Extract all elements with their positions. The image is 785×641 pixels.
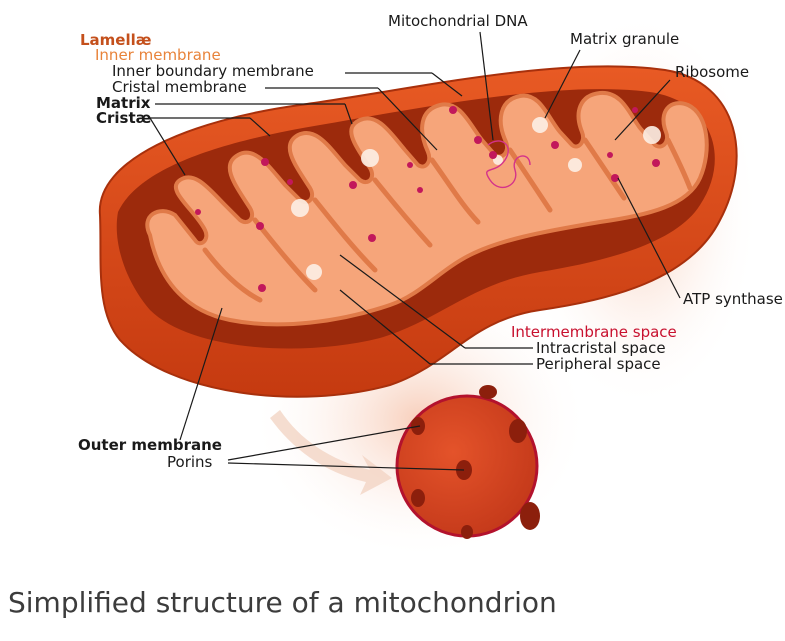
label-peripheral-space: Peripheral space [536, 355, 661, 373]
leader-lines [149, 31, 681, 471]
label-cristae: Cristæ [96, 109, 151, 127]
label-inner-boundary-membrane: Inner boundary membrane [112, 62, 314, 80]
mitochondrion-diagram: Lamellæ Inner membrane Inner boundary me… [78, 10, 783, 560]
label-matrix: Matrix [96, 94, 151, 112]
figure-caption: Simplified structure of a mitochondrion [8, 586, 557, 619]
matrix-cristae [145, 90, 709, 327]
label-atp-synthase: ATP synthase [683, 290, 783, 308]
label-ribosome: Ribosome [675, 63, 749, 81]
dna-strand [486, 140, 531, 189]
label-lamellae: Lamellæ [80, 31, 151, 49]
label-porins: Porins [167, 453, 213, 471]
label-matrix-granule: Matrix granule [570, 30, 679, 48]
label-outer-membrane: Outer membrane [78, 436, 222, 454]
label-cristal-membrane: Cristal membrane [112, 78, 247, 96]
matrix-granules [291, 117, 661, 280]
label-intermembrane-space: Intermembrane space [511, 323, 677, 341]
label-mitochondrial-dna: Mitochondrial DNA [388, 12, 528, 30]
label-intracristal-space: Intracristal space [536, 339, 666, 357]
zoom-arrow [270, 410, 392, 495]
label-inner-membrane: Inner membrane [95, 46, 221, 64]
particles [195, 106, 660, 292]
